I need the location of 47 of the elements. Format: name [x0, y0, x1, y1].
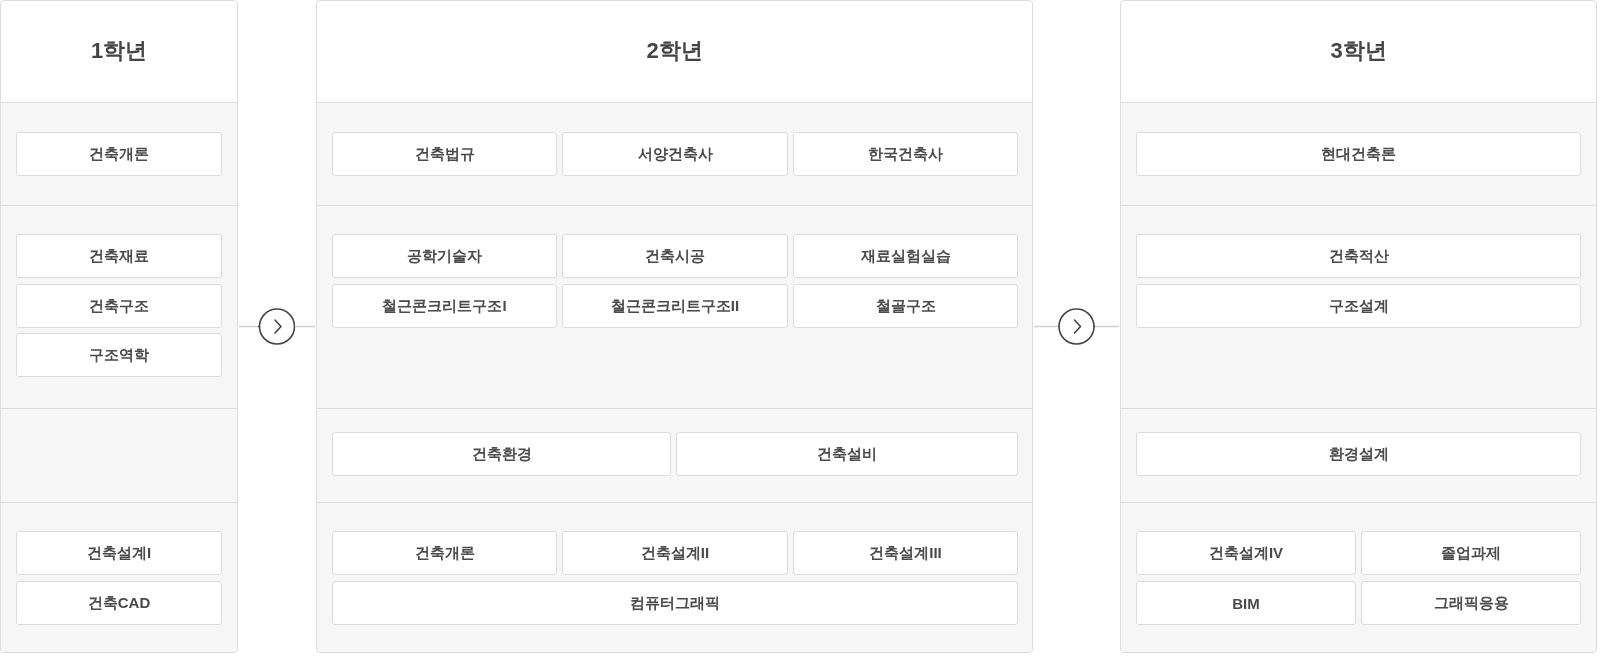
- course-card: 졸업과제: [1361, 531, 1581, 575]
- course-card: 건축설계IV: [1136, 531, 1356, 575]
- year-heading: 2학년: [646, 38, 703, 65]
- course-card: 건축설비: [676, 432, 1018, 476]
- course-card: 현대건축론: [1136, 132, 1581, 176]
- course-card: 건축개론: [332, 531, 557, 575]
- course-card: 구조역학: [16, 333, 222, 377]
- year-column-panel: [0, 0, 238, 653]
- course-group-band: [317, 102, 1032, 205]
- course-card: 서양건축사: [562, 132, 788, 176]
- course-group-band: [317, 205, 1032, 408]
- course-card: 재료실험실습: [793, 234, 1018, 278]
- year-column-panel: [1120, 0, 1597, 653]
- course-card: 그래픽응용: [1361, 581, 1581, 625]
- course-card: 철근콘크리트구조I: [332, 284, 557, 328]
- course-card: 건축설계II: [562, 531, 788, 575]
- course-card: 건축CAD: [16, 581, 222, 625]
- course-card: 건축환경: [332, 432, 671, 476]
- course-card: 건축적산: [1136, 234, 1581, 278]
- course-card: 철근콘크리트구조II: [562, 284, 788, 328]
- course-group-band: [317, 502, 1032, 652]
- course-card: 건축재료: [16, 234, 222, 278]
- course-card: 건축법규: [332, 132, 557, 176]
- course-card: 건축시공: [562, 234, 788, 278]
- year-heading: 1학년: [90, 38, 148, 65]
- course-group-band: [1, 408, 237, 502]
- course-card: 구조설계: [1136, 284, 1581, 328]
- course-card: 환경설계: [1136, 432, 1581, 476]
- course-card: 건축개론: [16, 132, 222, 176]
- course-group-band: [1, 102, 237, 205]
- course-card: 컴퓨터그래픽: [332, 581, 1018, 625]
- course-group-band: [1121, 205, 1596, 408]
- year-heading: 3학년: [1330, 38, 1387, 65]
- course-card: BIM: [1136, 581, 1356, 625]
- course-card: 건축설계I: [16, 531, 222, 575]
- course-card: 한국건축사: [793, 132, 1018, 176]
- course-group-band: [1121, 102, 1596, 205]
- course-card: 공학기술자: [332, 234, 557, 278]
- course-group-band: [1121, 502, 1596, 652]
- course-card: 건축구조: [16, 284, 222, 328]
- course-group-band: [317, 408, 1032, 502]
- course-card: 철골구조: [793, 284, 1018, 328]
- course-card: 건축설계III: [793, 531, 1018, 575]
- course-group-band: [1, 205, 237, 408]
- course-group-band: [1121, 408, 1596, 502]
- year-column-panel: [316, 0, 1033, 653]
- course-group-band: [1, 502, 237, 652]
